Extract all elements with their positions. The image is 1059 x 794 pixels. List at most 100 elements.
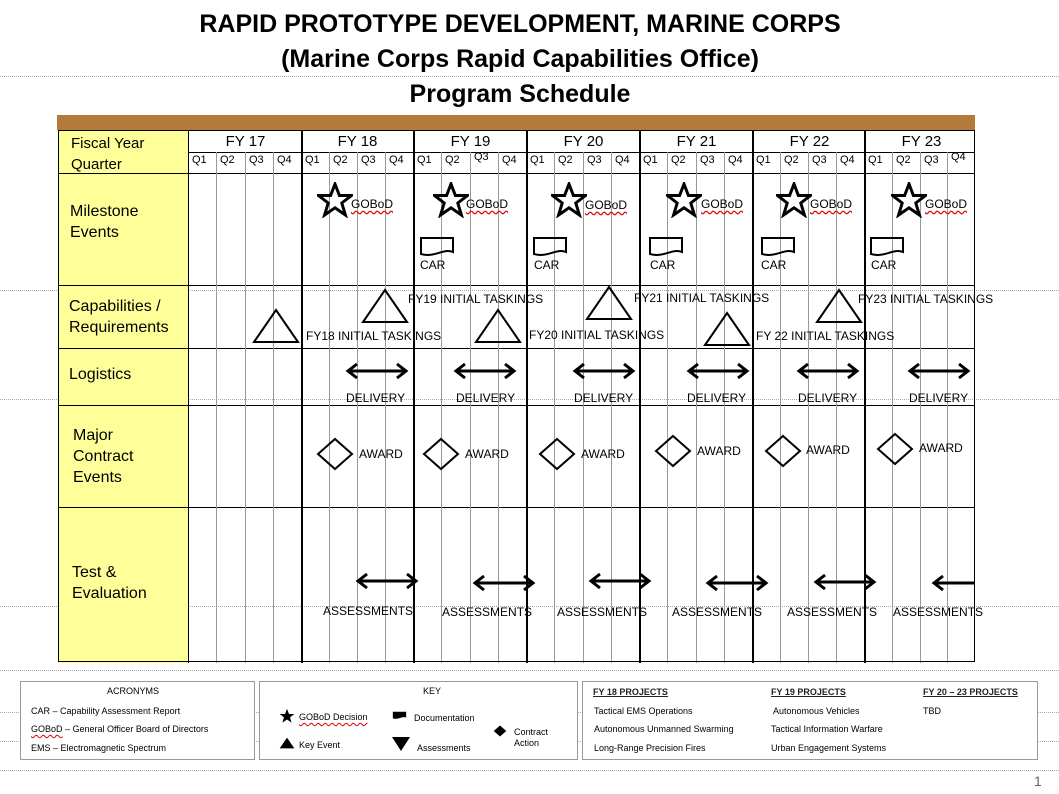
delivery-arrow-icon [907,362,971,380]
fy23-header: FY 23 [901,133,942,150]
delivery-arrow-icon [572,362,636,380]
award-label: AWARD [806,443,850,457]
row-divider [58,507,975,508]
gobod-label: GOBoD [585,198,628,212]
quarter-divider [780,152,781,663]
fy22-header: FY 22 [789,133,830,150]
key-event-triangle-icon [474,308,522,343]
row-divider [58,405,975,406]
star-icon [279,708,295,723]
logistics-label: Logistics [69,366,132,383]
key-documentation: Documentation [414,713,475,723]
quarter-divider [611,152,612,663]
assessments-label: ASSESSMENTS [557,605,648,619]
quarter-divider [357,152,358,663]
delivery-arrow-icon [453,362,517,380]
fy18-projects-title: FY 18 PROJECTS [593,687,668,697]
assessment-arrow-icon [588,572,652,590]
award-label: AWARD [465,447,509,461]
acronym-car: CAR – Capability Assessment Report [31,706,181,716]
year-divider [864,130,866,663]
diamond-icon [493,725,507,737]
quarter-header: Q2 [333,154,348,166]
year-divider [526,130,528,663]
delivery-label: DELIVERY [687,391,747,405]
contract-action-diamond-icon [654,434,692,468]
year-divider [413,130,415,663]
car-label: CAR [534,258,560,272]
quarter-header: Q4 [951,151,966,163]
quarter-header: Q2 [220,154,235,166]
quarter-divider [273,152,274,663]
acronym-ems: EMS – Electromagnetic Spectrum [31,743,167,753]
documentation-icon [533,237,567,256]
award-label: AWARD [919,441,963,455]
quarter-divider [947,152,948,663]
key-event-triangle-icon [252,308,300,343]
quarter-header: Q3 [361,154,376,166]
key-assessments: Assessments [417,743,471,753]
row-divider [58,285,975,286]
quarter-header: Q3 [700,154,715,166]
year-divider [301,130,303,663]
contract-action-diamond-icon [316,437,354,471]
fy20-23-projects-title: FY 20 – 23 PROJECTS [923,687,1018,697]
assessment-arrow-icon [355,572,419,590]
fy19-project-item: Autonomous Vehicles [773,706,860,716]
label-column [58,130,188,663]
quarter-header: Q4 [728,154,743,166]
quarter-header: Q2 [671,154,686,166]
key-box: KEY GOBoD Decision Documentation Contrac… [259,681,578,760]
assessments-label: ASSESSMENTS [787,605,878,619]
fy19-header: FY 19 [450,133,491,150]
fy19-initial-taskings: FY19 INITIAL TASKINGS [408,292,544,306]
gobod-star-icon [891,182,927,218]
documentation-icon [870,237,904,256]
assessments-label: ASSESSMENTS [442,605,533,619]
label-column-divider [188,130,189,663]
quarter-divider [441,152,442,663]
contract-action-diamond-icon [764,434,802,468]
gobod-label: GOBoD [810,197,853,211]
award-label: AWARD [697,444,741,458]
quarter-header: Q3 [474,151,489,163]
key-key-event: Key Event [299,740,341,750]
key-event-triangle-icon [703,311,751,346]
delivery-label: DELIVERY [456,391,516,405]
quarter-divider [216,152,217,663]
dotted-guide-row [0,770,1059,771]
acronyms-box: ACRONYMS CAR – Capability Assessment Rep… [20,681,255,760]
quarter-header: Q4 [615,154,630,166]
key-event-triangle-icon [815,288,863,323]
dotted-guide-row [0,290,1059,291]
fy20-initial-taskings: FY20 INITIAL TASKINGS [529,328,665,342]
quarter-divider [385,152,386,663]
quarter-divider [498,152,499,663]
quarter-header: Q2 [784,154,799,166]
quarter-header: Q4 [277,154,292,166]
quarter-header: Q1 [192,154,207,166]
gobod-star-icon [317,182,353,218]
title-line-2: (Marine Corps Rapid Capabilities Office) [281,45,759,73]
gobod-star-icon [776,182,812,218]
projects-box: FY 18 PROJECTS Tactical EMS Operations A… [582,681,1038,760]
row-divider [58,348,975,349]
fy21-initial-taskings: FY21 INITIAL TASKINGS [634,291,770,305]
award-label: AWARD [359,447,403,461]
documentation-icon [392,711,407,719]
car-label: CAR [420,258,446,272]
fy22-initial-taskings: FY 22 INITIAL TASKINGS [756,329,895,343]
delivery-arrow-icon [345,362,409,380]
fy19-project-item: Tactical Information Warfare [771,724,883,734]
assessments-label: ASSESSMENTS [323,604,414,618]
fy20-header: FY 20 [563,133,604,150]
quarter-divider [920,152,921,663]
quarter-header: Q3 [812,154,827,166]
triangle-down-icon [392,737,410,751]
fy18-initial-taskings: FY18 INITIAL TASKINGS [306,329,442,343]
car-label: CAR [871,258,897,272]
header-bar [57,115,975,130]
car-label: CAR [761,258,787,272]
